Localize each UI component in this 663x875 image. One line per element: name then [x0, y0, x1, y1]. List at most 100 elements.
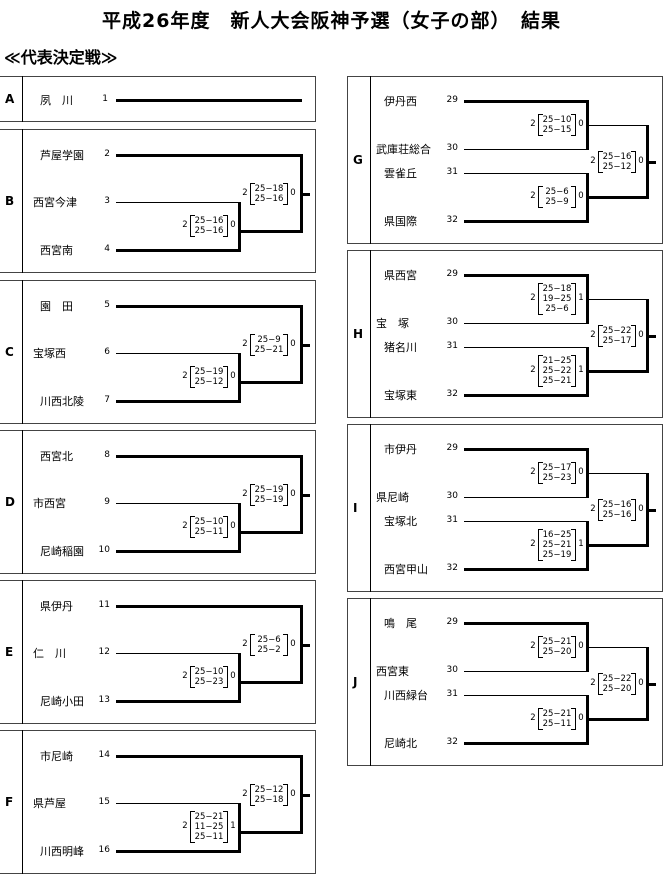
winner-line — [116, 605, 302, 608]
team-seed: 32 — [446, 563, 458, 573]
score-bracket-left — [250, 182, 255, 205]
sets-needed: 2 — [182, 521, 188, 531]
divider — [22, 580, 23, 724]
bracket-line — [464, 521, 588, 522]
set-score: 25−21 — [542, 709, 572, 719]
set-score: 25−16 — [254, 193, 284, 204]
team-seed: 9 — [104, 497, 110, 507]
block-letter: E — [5, 645, 14, 659]
team-name: 西宮甲山 — [384, 563, 428, 576]
score-bracket-left — [250, 333, 255, 356]
set-score: 25−18 — [542, 284, 572, 294]
winner-line — [116, 755, 302, 758]
team-name: 川西緑台 — [384, 689, 428, 702]
score-bracket-left — [538, 283, 543, 315]
set-score: 25−16 — [602, 500, 632, 510]
team-seed: 11 — [98, 600, 110, 610]
set-score: 25−12 — [194, 377, 224, 387]
set-score: 25−21 — [194, 812, 224, 822]
bracket-line — [238, 503, 241, 553]
team-name: 宝 塚 — [376, 317, 409, 330]
sets-won-loser: 0 — [290, 338, 296, 349]
block-letter: H — [353, 327, 364, 341]
sets-needed: 2 — [530, 641, 536, 651]
bracket-line — [586, 622, 589, 672]
team-seed: 29 — [446, 269, 458, 279]
sets-won-loser: 0 — [290, 788, 296, 799]
team-seed: 4 — [104, 244, 110, 254]
score-bracket-left — [598, 673, 603, 695]
score-bracket-right — [571, 283, 576, 315]
score-bracket-left — [538, 186, 543, 208]
bracket-line — [238, 803, 241, 853]
page-title: 平成26年度 新人大会阪神予選（女子の部） 結果 — [102, 10, 561, 32]
set-score: 21−25 — [542, 356, 572, 366]
sets-needed: 2 — [530, 365, 536, 375]
score-bracket-right — [571, 636, 576, 658]
bracket-line — [464, 695, 588, 696]
set-score: 25−19 — [542, 550, 572, 560]
team-seed: 3 — [104, 196, 110, 206]
winner-line — [464, 448, 588, 451]
set-score: 25−20 — [542, 647, 572, 657]
winner-line — [116, 850, 240, 853]
team-seed: 30 — [446, 665, 458, 675]
winner-line — [588, 196, 648, 199]
set-score: 25−11 — [194, 527, 224, 537]
team-name: 夙 川 — [40, 94, 73, 107]
team-name: 園 田 — [40, 300, 73, 313]
set-score: 25−6 — [257, 634, 281, 645]
sets-won-loser: 1 — [578, 293, 584, 303]
team-seed: 31 — [446, 515, 458, 525]
bracket-line — [238, 202, 241, 252]
sets-won-loser: 1 — [578, 365, 584, 375]
team-seed: 7 — [104, 395, 110, 405]
set-score: 25−15 — [542, 125, 572, 135]
score-bracket-left — [598, 151, 603, 173]
bracket-line — [238, 353, 241, 403]
winner-line — [240, 831, 300, 834]
set-score: 25−10 — [194, 517, 224, 527]
set-score: 25−18 — [254, 183, 284, 194]
sets-won-loser: 0 — [230, 671, 236, 681]
divider — [370, 76, 371, 244]
winner-line — [648, 335, 656, 338]
score-bracket-right — [571, 708, 576, 730]
set-score: 25−6 — [545, 187, 569, 197]
winner-line — [464, 568, 588, 571]
set-score: 25−21 — [542, 540, 572, 550]
set-score: 25−16 — [194, 226, 224, 236]
set-score: 25−22 — [602, 674, 632, 684]
score-bracket-left — [598, 325, 603, 347]
divider — [22, 280, 23, 424]
bracket-line — [586, 347, 589, 397]
set-score: 25−11 — [542, 719, 572, 729]
team-name: 武庫荘総合 — [376, 143, 431, 156]
score-bracket-left — [538, 529, 543, 561]
sets-won-loser: 0 — [230, 371, 236, 381]
team-name: 西宮今津 — [33, 196, 77, 209]
sets-needed: 2 — [590, 156, 596, 166]
sets-won-loser: 0 — [230, 521, 236, 531]
score-bracket-left — [190, 215, 195, 237]
score-bracket-right — [223, 516, 228, 538]
set-score: 25−21 — [542, 637, 572, 647]
sets-won-loser: 0 — [578, 713, 584, 723]
winner-line — [116, 249, 240, 252]
bracket-line — [588, 125, 648, 126]
score-bracket-left — [250, 783, 255, 806]
team-seed: 12 — [98, 647, 110, 657]
team-seed: 31 — [446, 341, 458, 351]
sets-needed: 2 — [182, 821, 188, 831]
divider — [22, 76, 23, 122]
sets-needed: 2 — [242, 488, 248, 499]
team-seed: 32 — [446, 389, 458, 399]
bracket-line — [464, 173, 588, 174]
divider — [22, 430, 23, 574]
